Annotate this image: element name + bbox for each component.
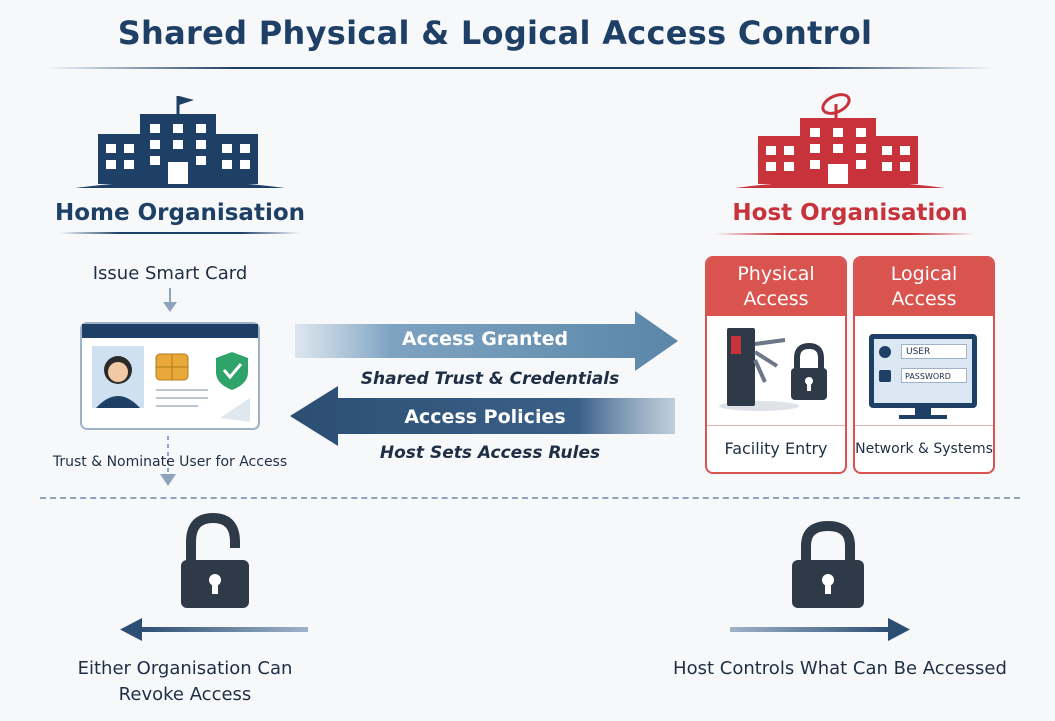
facility-entry-label: Facility Entry	[707, 425, 845, 472]
physical-access-title-line1: Physical	[737, 263, 815, 285]
trust-nominate-label: Trust & Nominate User for Access	[52, 454, 288, 470]
host-building-icon	[735, 93, 945, 188]
title-underline	[45, 67, 995, 69]
host-organisation-title: Host Organisation	[732, 200, 968, 226]
logical-access-title-line1: Logical	[890, 263, 958, 285]
user-icon	[879, 346, 891, 358]
physical-access-panel: Physical Access Facility Entry	[705, 256, 847, 474]
left-arrow-icon	[120, 618, 308, 641]
revoke-access-label: Either Organisation Can Revoke Access	[40, 656, 330, 708]
home-title-underline	[60, 232, 300, 234]
shared-trust-label: Shared Trust & Credentials	[360, 369, 620, 389]
access-granted-arrow	[295, 311, 678, 371]
section-divider	[40, 497, 1020, 499]
host-controls-label: Host Controls What Can Be Accessed	[673, 658, 1007, 679]
issue-smart-card-label: Issue Smart Card	[92, 263, 248, 284]
page-title: Shared Physical & Logical Access Control	[117, 14, 873, 52]
physical-access-title-line2: Access	[743, 288, 809, 310]
flow-arrows	[290, 311, 678, 446]
monitor-base	[899, 415, 947, 419]
logical-access-header: Logical Access	[855, 258, 993, 316]
access-policies-label: Access Policies	[404, 406, 566, 428]
monitor-stand	[915, 408, 931, 416]
access-policies-arrow	[290, 386, 675, 446]
password-lock-icon	[879, 370, 891, 382]
turnstile-lock-icon	[719, 328, 827, 411]
host-sets-rules-label: Host Sets Access Rules	[379, 443, 601, 463]
password-field: PASSWORD	[901, 368, 967, 383]
user-field: USER	[901, 344, 967, 359]
access-granted-label: Access Granted	[401, 328, 569, 350]
logical-access-panel: Logical Access USER PASSWORD Network & S…	[853, 256, 995, 474]
revoke-line-1: Either Organisation Can	[77, 658, 293, 679]
open-lock-icon	[181, 512, 249, 608]
down-arrow-icon	[163, 288, 177, 312]
right-arrow-icon	[730, 618, 910, 641]
home-building-icon	[75, 96, 285, 188]
revoke-line-2: Revoke Access	[118, 684, 252, 705]
monitor-icon: USER PASSWORD	[869, 334, 977, 408]
dashed-down-arrow-icon	[160, 436, 176, 486]
network-systems-label: Network & Systems	[855, 425, 993, 472]
closed-lock-icon	[792, 520, 864, 608]
smart-card-icon	[80, 322, 260, 430]
physical-access-header: Physical Access	[707, 258, 845, 316]
host-title-underline	[715, 233, 975, 235]
home-organisation-title: Home Organisation	[54, 200, 306, 226]
logical-access-title-line2: Access	[891, 288, 957, 310]
